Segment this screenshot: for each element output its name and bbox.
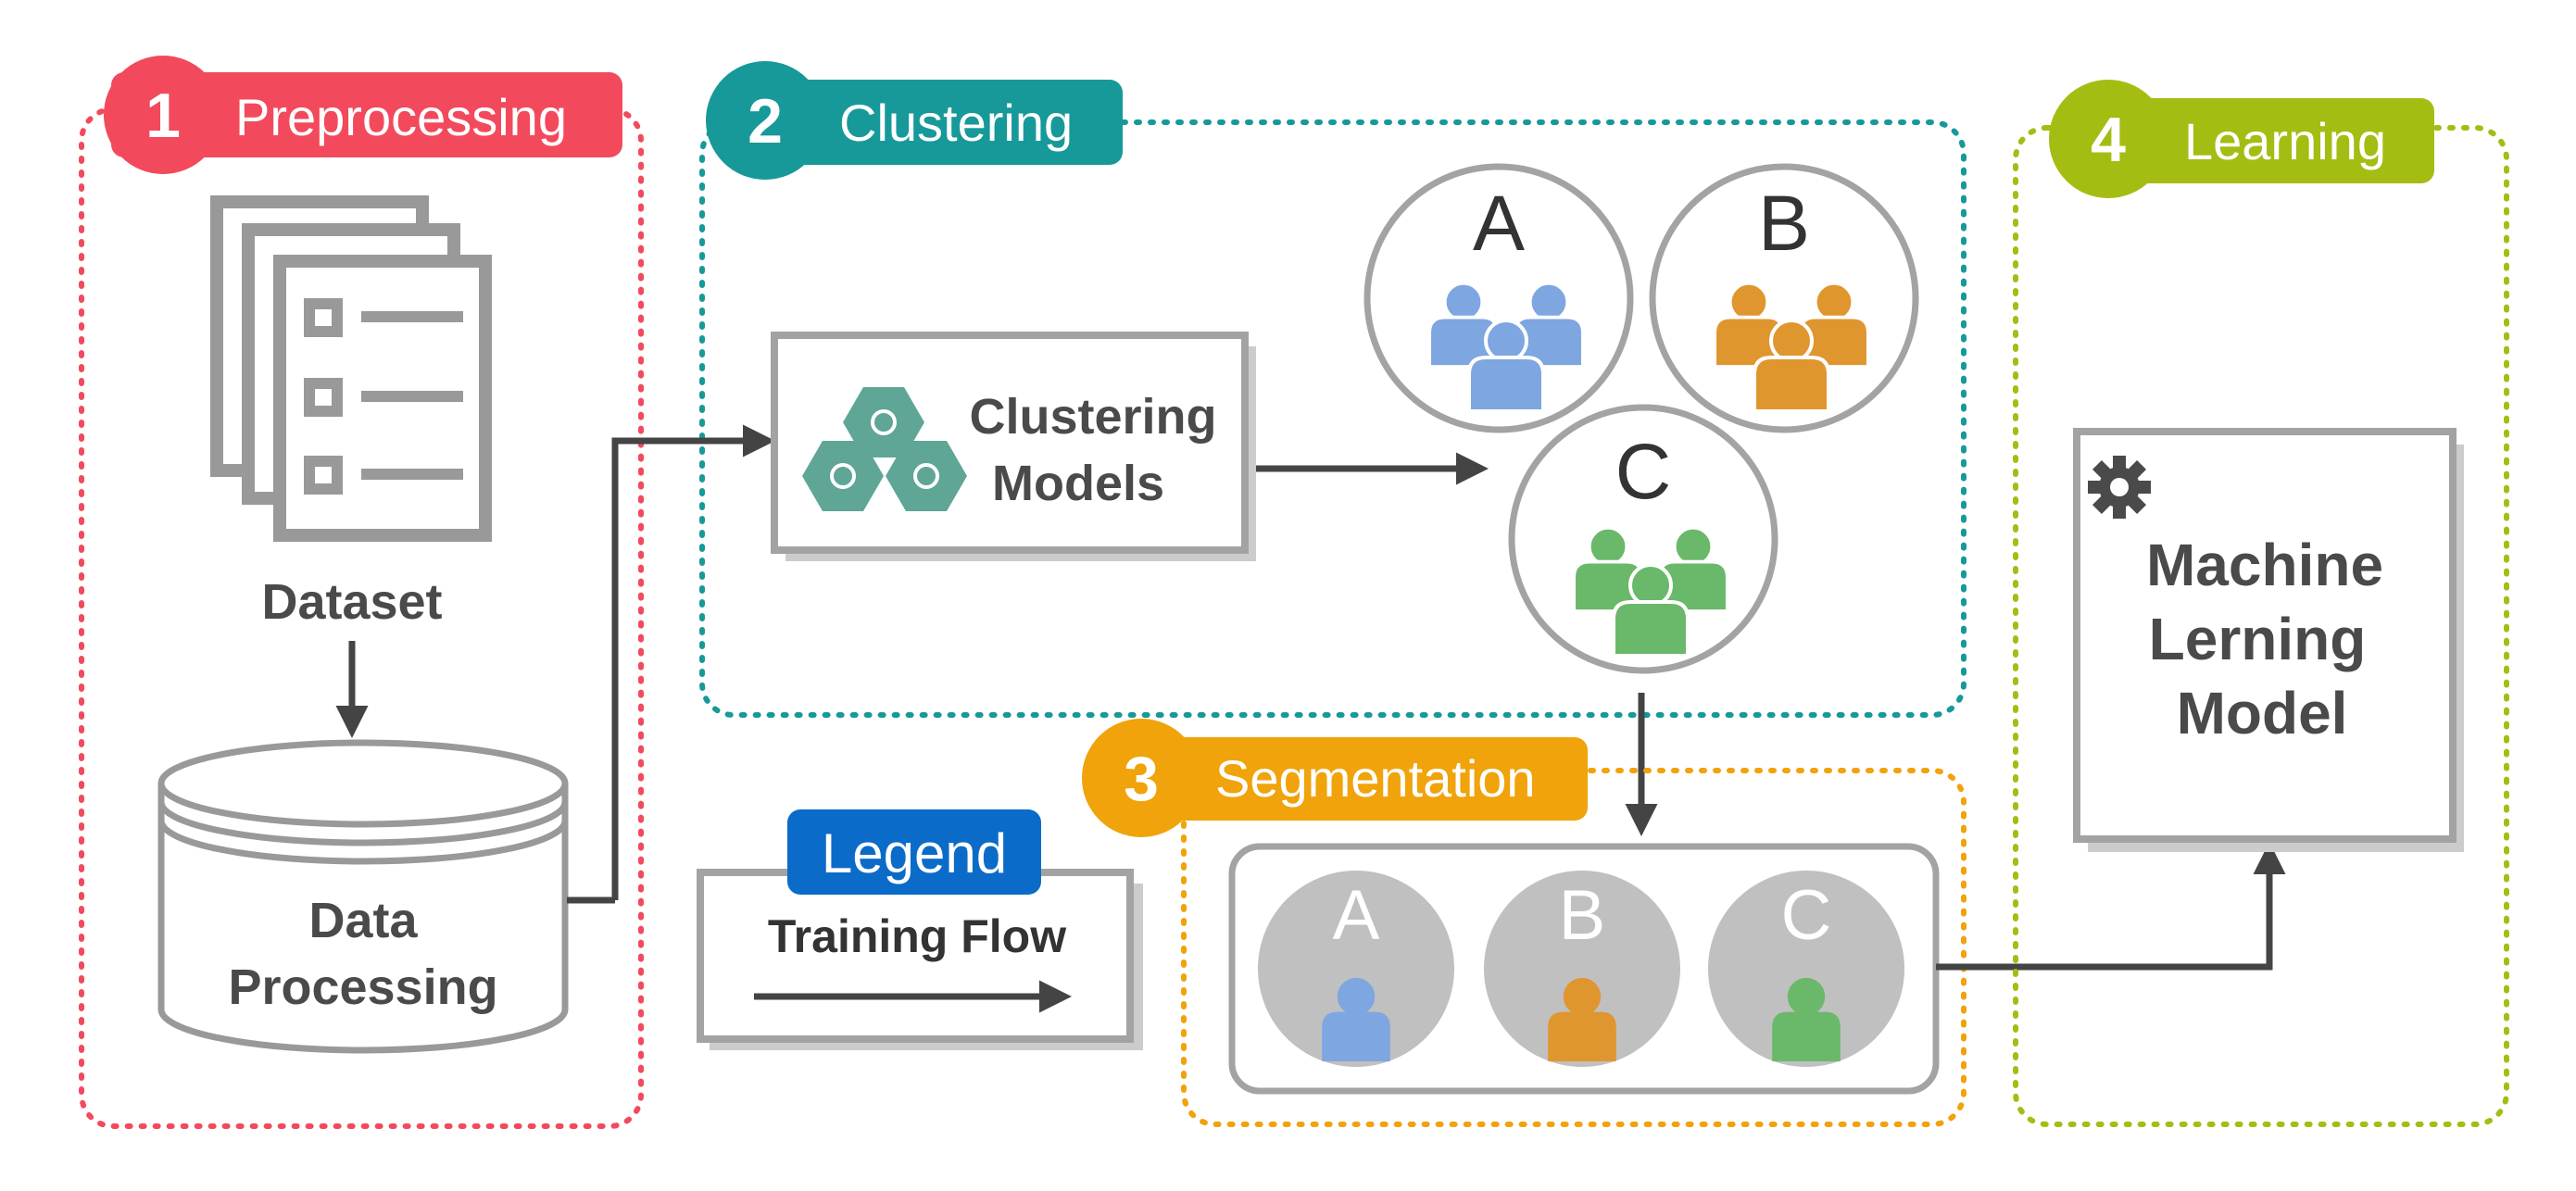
stage-1-number: 1 xyxy=(145,81,181,151)
cluster-a-letter: A xyxy=(1473,180,1525,267)
stage-2-title: Clustering xyxy=(839,94,1073,152)
data-processing-label-line2: Processing xyxy=(228,959,497,1015)
model-label-line2: Lerning xyxy=(2149,606,2367,672)
stage-4-header: 4 Learning xyxy=(2049,80,2434,198)
segmentation-to-model-arrow xyxy=(1936,842,2286,971)
stage-3-title: Segmentation xyxy=(1215,749,1536,808)
processing-to-models-arrow xyxy=(611,424,775,900)
cluster-c-letter: C xyxy=(1615,428,1672,515)
cluster-b: B xyxy=(1649,163,1919,433)
stage-2-header: 2 Clustering xyxy=(706,61,1123,180)
stage-2-frame xyxy=(699,119,1967,718)
model-label-line1: Machine xyxy=(2146,532,2383,598)
cluster-c: C xyxy=(1508,404,1778,674)
stage-4-number: 4 xyxy=(2091,105,2126,175)
segment-b: B xyxy=(1484,871,1680,1067)
stage-2-number: 2 xyxy=(748,86,783,157)
dataset-icon xyxy=(210,195,492,542)
model-box xyxy=(2073,428,2464,852)
segment-c: C xyxy=(1708,871,1904,1067)
segment-a: A xyxy=(1258,871,1454,1067)
data-processing-cylinder xyxy=(157,739,569,1054)
clustering-models-label-line1: Clustering xyxy=(969,389,1216,445)
hexagon-cluster-icon xyxy=(802,387,967,511)
stage-3-number: 3 xyxy=(1124,744,1159,814)
stage-1-header: 1 Preprocessing xyxy=(104,56,622,174)
cluster-a: A xyxy=(1363,163,1634,433)
stage-3-header: 3 Segmentation xyxy=(1082,719,1588,837)
legend-item-label: Training Flow xyxy=(768,910,1066,962)
segment-a-letter: A xyxy=(1333,876,1380,955)
cluster-b-letter: B xyxy=(1758,180,1810,267)
dataset-label: Dataset xyxy=(261,574,442,630)
stage-1-title: Preprocessing xyxy=(235,88,567,146)
segment-b-letter: B xyxy=(1559,876,1606,955)
stage-4-title: Learning xyxy=(2184,112,2386,170)
legend-header: Legend xyxy=(787,809,1041,895)
segment-c-letter: C xyxy=(1781,876,1832,955)
clustering-models-label-line2: Models xyxy=(992,456,1164,511)
legend-title: Legend xyxy=(822,822,1007,884)
model-label-line3: Model xyxy=(2177,680,2348,746)
gear-icon xyxy=(2088,456,2151,519)
data-processing-label-line1: Data xyxy=(308,893,418,948)
